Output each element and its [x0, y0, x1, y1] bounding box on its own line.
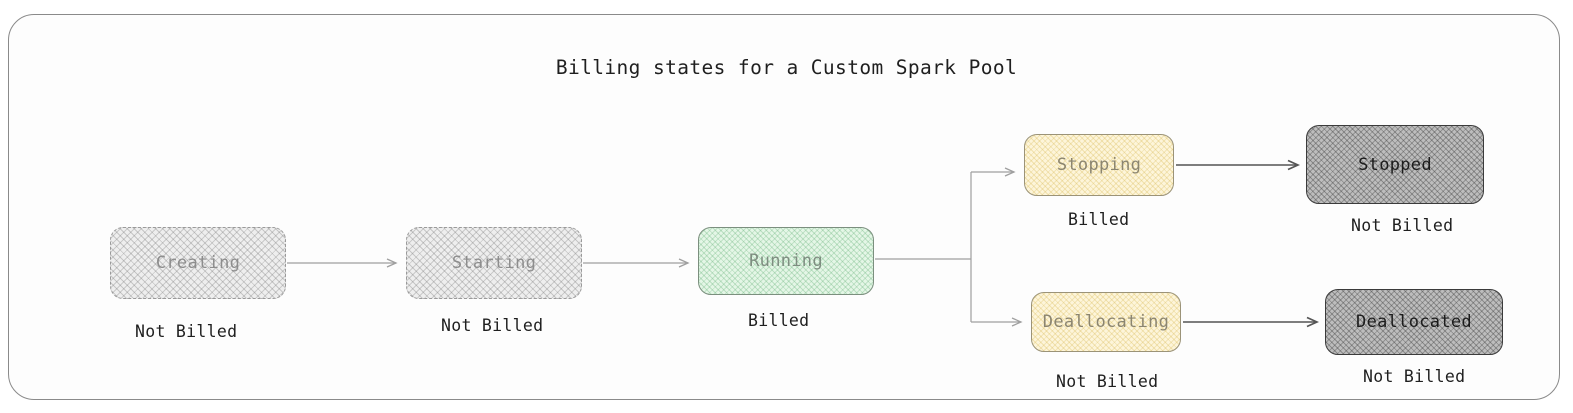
state-label-creating: Creating [155, 253, 241, 273]
state-label-stopped: Stopped [1358, 154, 1432, 175]
state-node-creating[interactable]: Creating [110, 227, 286, 299]
state-label-running: Running [749, 251, 823, 271]
state-node-starting[interactable]: Starting [406, 227, 582, 299]
diagram-frame [8, 14, 1560, 400]
billing-caption-starting: Not Billed [441, 316, 544, 335]
billing-caption-deallocated: Not Billed [1363, 367, 1466, 386]
state-label-deallocating: Deallocating [1042, 312, 1170, 332]
billing-caption-stopping: Billed [1068, 210, 1130, 229]
billing-caption-creating: Not Billed [135, 322, 238, 341]
state-node-deallocated[interactable]: Deallocated [1325, 289, 1503, 355]
billing-caption-running: Billed [748, 311, 810, 330]
state-label-starting: Starting [451, 253, 537, 273]
state-label-deallocated: Deallocated [1356, 312, 1472, 332]
state-node-running[interactable]: Running [698, 227, 874, 295]
diagram-title: Billing states for a Custom Spark Pool [555, 56, 1018, 79]
billing-caption-deallocating: Not Billed [1056, 372, 1159, 391]
state-node-stopped[interactable]: Stopped [1306, 125, 1484, 204]
state-node-stopping[interactable]: Stopping [1024, 134, 1174, 196]
state-label-stopping: Stopping [1056, 155, 1142, 175]
billing-caption-stopped: Not Billed [1351, 216, 1454, 235]
state-node-deallocating[interactable]: Deallocating [1031, 292, 1181, 352]
